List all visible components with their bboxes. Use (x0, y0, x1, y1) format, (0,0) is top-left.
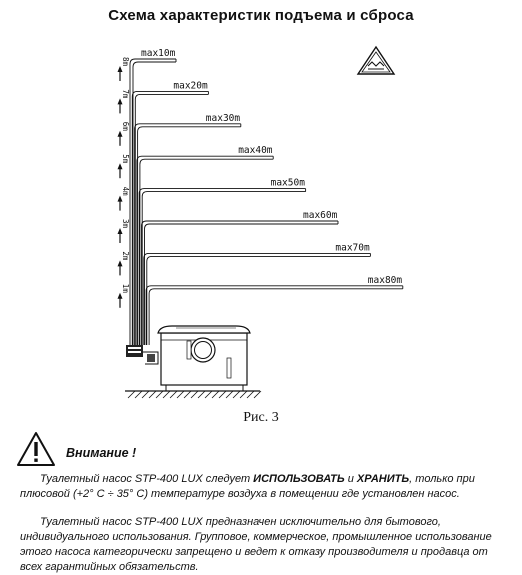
floor-hatch-mark (176, 390, 185, 399)
usage-restriction-notice: Туалетный насос STP-400 LUX предназначен… (20, 516, 492, 573)
pipe-run (141, 220, 338, 345)
diagram-title: Схема характеристик подъема и сброса (108, 7, 414, 24)
pipe-run (143, 252, 371, 345)
height-marker: 4m (117, 187, 130, 211)
pipe-run (145, 285, 403, 345)
arrow-up-icon (117, 260, 123, 267)
height-marker: 3m (117, 219, 130, 243)
floor-line (125, 390, 262, 399)
height-marker: 5m (117, 154, 130, 179)
floor-hatch-mark (162, 390, 171, 399)
pipe-group (129, 58, 404, 345)
storage-temperature-notice: Туалетный насос STP-400 LUX следует ИСПО… (20, 473, 475, 500)
pipe-run (144, 223, 338, 345)
floor-hatch-mark (197, 390, 206, 399)
floor-hatch-mark (225, 390, 234, 399)
arrow-up-icon (117, 98, 123, 105)
arrow-up-icon (117, 66, 123, 72)
warning-triangle-icon (17, 432, 55, 466)
height-marker: 7m (117, 89, 130, 114)
floor-hatch-mark (148, 390, 157, 399)
height-label: 5m (121, 154, 130, 164)
floor-hatch-mark (218, 390, 227, 399)
pipe-run (148, 288, 403, 345)
floor-hatch-mark (204, 390, 213, 399)
warning-title: Внимание ! (66, 446, 137, 460)
outlet-fitting (126, 345, 159, 365)
arrow-up-icon (117, 195, 123, 202)
pipe-run (132, 61, 176, 345)
arrow-up-icon (117, 130, 123, 137)
floor-hatch-mark (155, 390, 164, 399)
arrow-up-icon (117, 292, 123, 299)
pipe-length-label: max40m (238, 145, 273, 156)
height-marker: 8m (117, 57, 130, 81)
pipe-run (136, 155, 274, 345)
pipe-length-label: max20m (173, 80, 208, 91)
floor-hatch-mark (134, 390, 143, 399)
pipe-length-label: max70m (335, 242, 370, 253)
pipe-length-label: max30m (206, 113, 241, 124)
height-label: 8m (121, 57, 130, 67)
lift-discharge-diagram: max10m max20m max30m max40m max50m max60m max7… (117, 45, 404, 399)
pipe-run (138, 188, 306, 345)
pipe-length-label: max60m (303, 210, 338, 221)
height-marker: 2m (117, 251, 130, 276)
pipe-length-label: max10m (141, 48, 176, 59)
pipe-run (139, 158, 274, 345)
pipe-run (134, 93, 209, 345)
floor-hatch-mark (141, 390, 150, 399)
height-marker: 6m (117, 122, 130, 146)
height-marker: 1m (117, 284, 130, 308)
pipe-length-label: max80m (368, 275, 403, 286)
pipe-run (134, 123, 241, 345)
pipe-run (137, 126, 241, 345)
floor-hatch-mark (239, 390, 248, 399)
floor-hatch-mark (190, 390, 199, 399)
height-label: 1m (121, 284, 130, 294)
floor-hatch-mark (253, 390, 262, 399)
floor-hatch-mark (183, 390, 192, 399)
height-label: 2m (121, 251, 130, 261)
height-label: 6m (121, 122, 130, 132)
hazard-badge-icon (356, 45, 396, 75)
floor-hatch-mark (246, 390, 255, 399)
arrow-up-icon (117, 163, 123, 170)
pipe-run (131, 90, 209, 345)
pipe-run (129, 58, 176, 345)
floor-hatch-mark (211, 390, 220, 399)
pipe-run (146, 255, 371, 345)
floor-hatch-mark (127, 390, 136, 399)
figure-caption: Рис. 3 (243, 410, 279, 425)
pipe-run (141, 191, 306, 345)
height-label: 4m (121, 187, 130, 197)
pipe-length-label: max50m (271, 178, 306, 189)
pipe-label-group: max10m max20m max30m max40m max50m max60m max7… (141, 48, 402, 286)
height-label-group: 8m 7m 6m 5m 4m 3m 2m 1m (117, 57, 130, 308)
height-label: 3m (121, 219, 130, 229)
arrow-up-icon (117, 228, 123, 234)
pump-unit (157, 325, 251, 392)
height-label: 7m (121, 89, 130, 99)
floor-hatch-mark (169, 390, 178, 399)
floor-hatch-mark (232, 390, 241, 399)
